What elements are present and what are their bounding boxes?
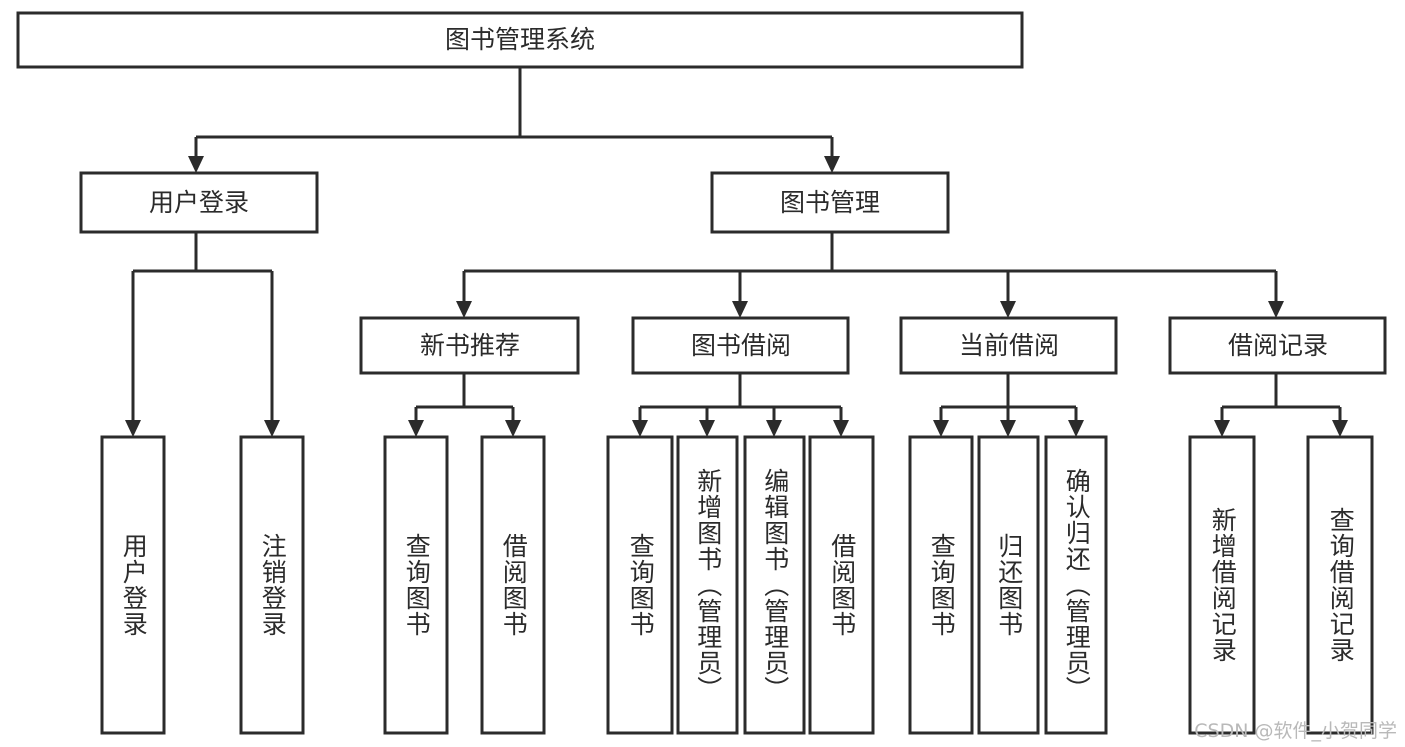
connector-root-to-bus (196, 67, 832, 139)
connector-bus-to-book-manage (824, 137, 840, 173)
leaf-box-query-record[interactable] (1306, 435, 1374, 735)
leaf-box-query-book-2[interactable] (606, 435, 674, 735)
leaf-box-logout[interactable] (239, 435, 305, 735)
leaf-box-edit-book[interactable] (743, 435, 806, 735)
node-new-book-rec-label: 新书推荐 (420, 331, 520, 360)
connector-new-book-rec-to-children (408, 373, 521, 437)
node-new-book-rec[interactable]: 新书推荐 (359, 316, 580, 375)
leaf-box-query-book-3[interactable] (908, 435, 974, 735)
node-borrow-record-label: 借阅记录 (1228, 331, 1328, 360)
connector-book-borrow-to-children (632, 373, 849, 437)
connector-user-login-to-children (125, 232, 280, 437)
leaf-box-add-book[interactable] (676, 435, 739, 735)
node-user-login[interactable]: 用户登录 (79, 171, 319, 234)
node-current-borrow[interactable]: 当前借阅 (899, 316, 1118, 375)
connector-bus-to-user-login (188, 137, 204, 173)
leaf-box-user-login[interactable] (100, 435, 166, 735)
connector-borrow-record-to-children (1214, 373, 1348, 437)
leaf-box-borrow-book-2[interactable] (808, 435, 875, 735)
connector-book-manage-to-children (456, 232, 1284, 318)
connector-current-borrow-to-children (933, 373, 1084, 437)
leaf-box-confirm-return[interactable] (1044, 435, 1108, 735)
node-book-manage[interactable]: 图书管理 (710, 171, 950, 234)
node-book-borrow[interactable]: 图书借阅 (631, 316, 850, 375)
leaf-box-add-record[interactable] (1188, 435, 1256, 735)
leaf-box-borrow-book-1[interactable] (480, 435, 546, 735)
leaf-box-return-book[interactable] (977, 435, 1040, 735)
node-root[interactable]: 图书管理系统 (16, 11, 1024, 69)
node-book-manage-label: 图书管理 (780, 188, 880, 217)
leaf-box-query-book-1[interactable] (383, 435, 449, 735)
node-borrow-record[interactable]: 借阅记录 (1168, 316, 1387, 375)
csdn-watermark: CSDN @软件_小贺同学 (1194, 720, 1397, 742)
node-root-label: 图书管理系统 (445, 25, 595, 54)
node-book-borrow-label: 图书借阅 (691, 331, 791, 360)
node-current-borrow-label: 当前借阅 (959, 331, 1059, 360)
node-user-login-label: 用户登录 (149, 188, 249, 217)
